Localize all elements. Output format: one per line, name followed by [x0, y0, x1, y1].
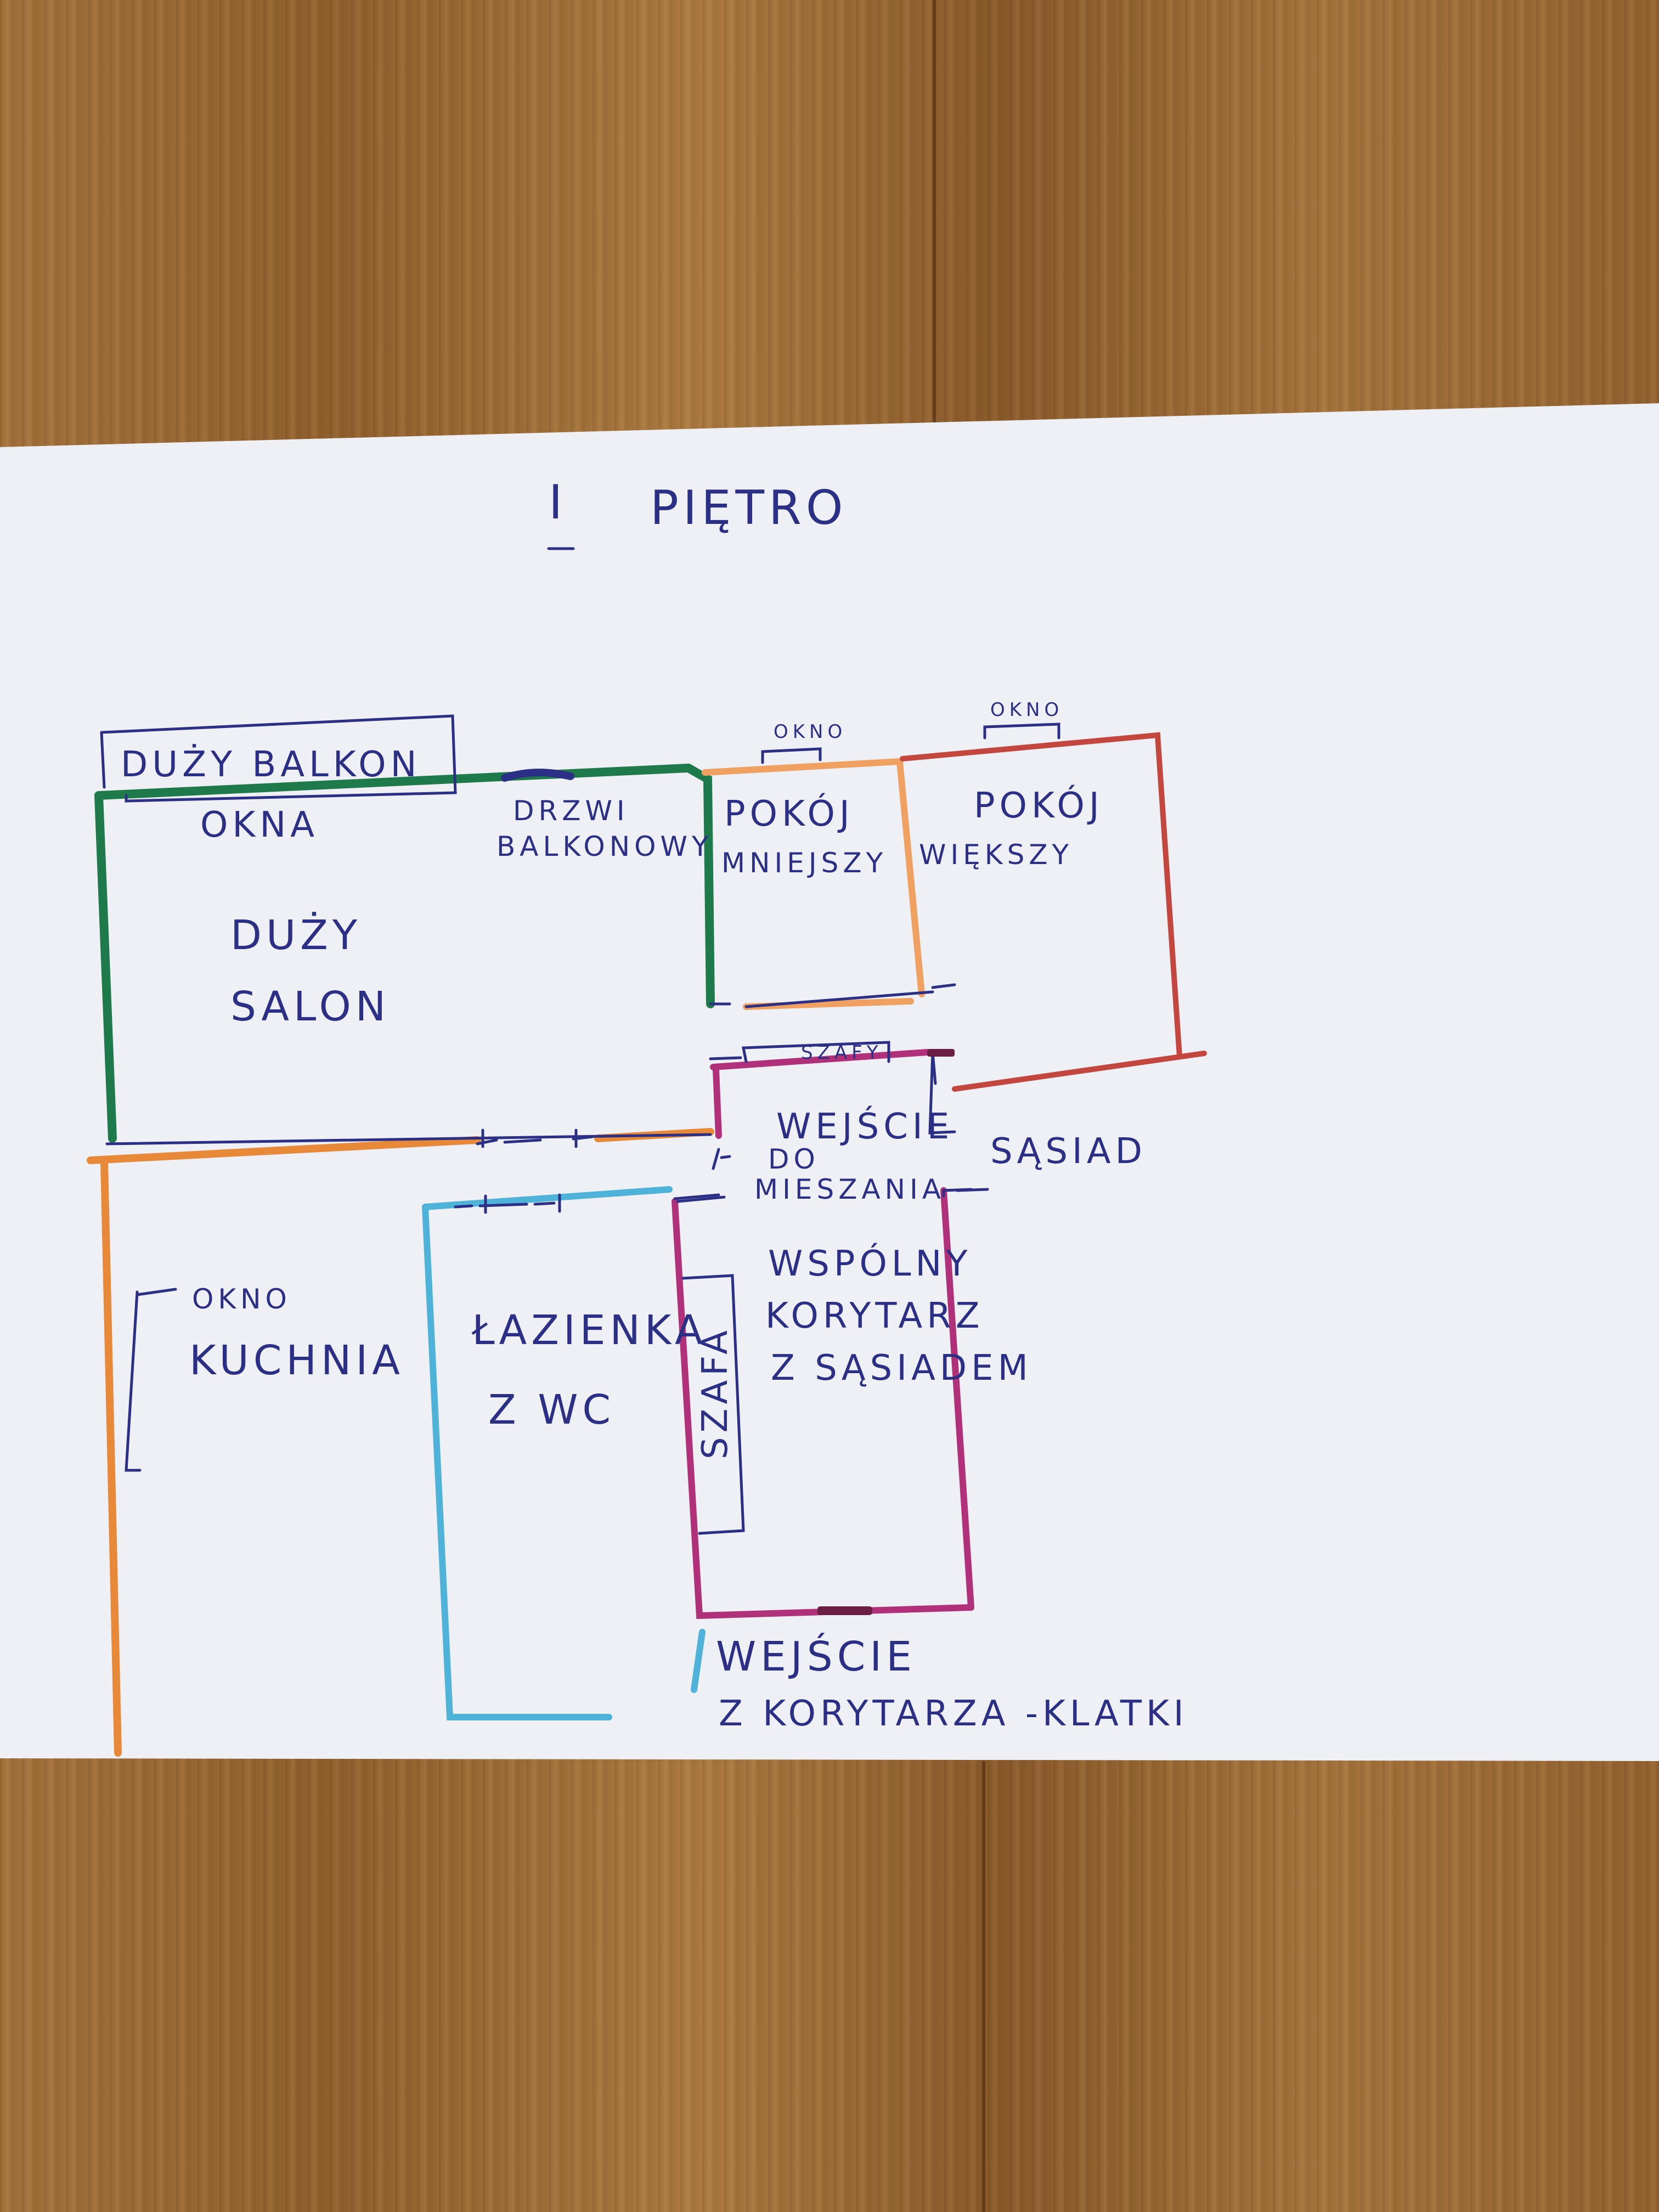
- neighbour-label: SĄSIAD: [990, 1131, 1147, 1172]
- living-room-walls: [94, 763, 715, 1143]
- floor-title: PIĘTRO: [650, 481, 848, 535]
- living-room-label-2: SALON: [230, 983, 390, 1030]
- stair-entrance-label-2: Z KORYTARZA -KLATKI: [719, 1694, 1188, 1734]
- shared-corridor-label-3: Z SĄSIADEM: [771, 1348, 1032, 1389]
- balcony-label: DUŻY BALKON: [121, 744, 421, 785]
- balcony-door-label-2: BALKONOWY: [496, 831, 713, 862]
- small-room-label-1: POKÓJ: [724, 793, 854, 834]
- kitchen-walls: [87, 1128, 714, 1757]
- large-room-window-label: OKNO: [990, 699, 1063, 721]
- large-room-label-1: POKÓJ: [974, 785, 1104, 826]
- wardrobes-top-label: SZAFY: [801, 1042, 882, 1064]
- windows-label: OKNA: [200, 805, 319, 845]
- entrance-label-1: WEJŚCIE: [776, 1105, 953, 1147]
- small-room-window-label: OKNO: [774, 721, 847, 743]
- bathroom-label-2: Z WC: [488, 1386, 615, 1434]
- entrance-label-3: MIESZANIA: [754, 1173, 945, 1205]
- door-marks: [501, 769, 955, 1615]
- shared-corridor-label-2: KORYTARZ: [765, 1296, 984, 1336]
- corridor-walls: [672, 1049, 974, 1620]
- bathroom-label-1: ŁAZIENKA: [471, 1307, 707, 1354]
- large-room-walls: [900, 732, 1207, 1092]
- wood-plank-seam: [982, 1761, 985, 2212]
- balcony-door-label-1: DRZWI: [513, 795, 629, 827]
- kitchen-label: KUCHNIA: [189, 1337, 404, 1384]
- wood-plank-seam: [933, 0, 936, 450]
- living-room-label-1: DUŻY: [230, 911, 362, 959]
- stair-entrance-label-1: WEJŚCIE: [716, 1632, 916, 1680]
- corridor-wardrobe-label: SZAFA: [695, 1326, 736, 1459]
- entrance-label-2: DO: [768, 1143, 820, 1175]
- floor-numeral: I: [549, 475, 567, 530]
- shared-corridor-label-1: WSPÓLNY: [768, 1243, 972, 1284]
- ink-outlines: [100, 714, 1060, 1535]
- large-room-label-2: WIĘKSZY: [919, 839, 1073, 871]
- bathroom-walls: [422, 1186, 706, 1720]
- kitchen-window-label: OKNO: [192, 1283, 291, 1315]
- small-room-label-2: MNIEJSZY: [721, 847, 887, 879]
